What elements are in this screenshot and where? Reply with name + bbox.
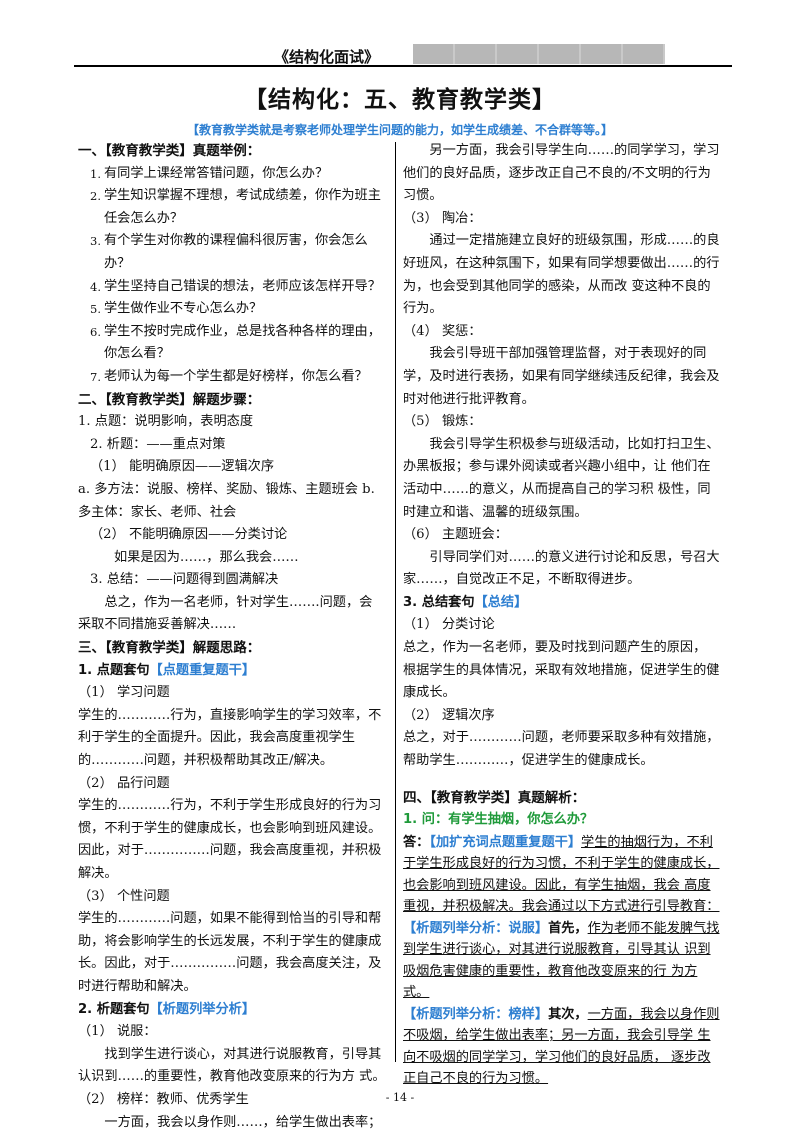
item-text: 引导同学们对……的意义进行讨论和反思，号召大家……，自觉改正不足，不断取得进步。 bbox=[403, 549, 720, 588]
question-text: 学生坚持自己错误的想法，老师应该怎样开导？ bbox=[104, 278, 381, 294]
column-divider bbox=[395, 142, 396, 1062]
question-text: 学生做作业不专心怎么办？ bbox=[104, 301, 263, 317]
list-item: 2.学生知识掌握不理想，考试成绩差，你作为班主任会怎么办？ bbox=[90, 185, 389, 230]
question-text: 学生不按时完成作业，总是找各种各样的理由，你怎么看？ bbox=[104, 323, 381, 362]
section-4-title: 四、【教育教学类】真题解析： bbox=[403, 789, 586, 806]
header-title: 《结构化面试》 bbox=[274, 48, 380, 66]
list-number: 6. bbox=[90, 324, 101, 339]
list-number: 2. bbox=[90, 189, 101, 204]
page-number: - 14 - bbox=[385, 1091, 415, 1104]
question-text: 有个学生对你教的课程偏科很厉害，你会怎么办？ bbox=[104, 233, 368, 271]
item-heading: （1） 分类讨论 bbox=[403, 617, 495, 633]
section-1-title: 一、【教育教学类】真题举例： bbox=[78, 143, 261, 159]
question-title: 1. 问：有学生抽烟，你怎么办？ bbox=[403, 812, 594, 828]
item-heading: （3） 陶冶： bbox=[403, 210, 482, 226]
header-bar bbox=[413, 44, 665, 64]
item-heading: （2） 榜样：教师、优秀学生 bbox=[78, 1091, 249, 1107]
item-heading: （2） 品行问题 bbox=[78, 775, 170, 791]
step-line: （1） 能明确原因——逻辑次序 bbox=[90, 459, 275, 475]
list-item: 4.学生坚持自己错误的想法，老师应该怎样开导？ bbox=[90, 276, 389, 299]
list-number: 5. bbox=[90, 302, 101, 317]
item-heading: （5） 锻炼： bbox=[403, 414, 482, 430]
item-heading: （6） 主题班会： bbox=[403, 527, 508, 543]
subsection-tag: 【点题重复题干】 bbox=[149, 662, 256, 678]
answer-label: 答： bbox=[403, 834, 430, 850]
list-item: 5.学生做作业不专心怎么办？ bbox=[90, 298, 389, 321]
header-rule bbox=[74, 65, 732, 67]
answer-tag: 【加扩充词点题重复题干】 bbox=[429, 834, 582, 850]
item-text: 我会引导班干部加强管理监督，对于表现好的同学，及时进行表扬，如果有同学继续违反纪… bbox=[403, 346, 720, 407]
left-column: 一、【教育教学类】真题举例： 1.有同学上课经常答错问题，你怎么办？ 2.学生知… bbox=[78, 140, 389, 1134]
item-heading: （3） 个性问题 bbox=[78, 888, 170, 904]
list-item: 3.有个学生对你教的课程偏科很厉害，你会怎么办？ bbox=[90, 230, 389, 275]
subsection-label: 1. 点题套句 bbox=[78, 662, 150, 678]
step-line: （2） 不能明确原因——分类讨论 bbox=[90, 527, 288, 543]
list-number: 3. bbox=[90, 234, 101, 249]
subsection-tag: 【总结】 bbox=[474, 594, 528, 610]
item-text: 总之，作为一名老师，要及时找到问题产生的原因， 根据学生的具体情况，采取有效地措… bbox=[403, 640, 720, 701]
step-line: 1. 点题：说明影响，表明态度 bbox=[78, 414, 254, 430]
item-text: 另一方面，我会引导学生向……的同学学习，学习他们的良好品质，逐步改正自己不良的/… bbox=[403, 143, 720, 204]
step-line: 如果是因为……，那么我会…… bbox=[114, 549, 299, 565]
list-number: 1. bbox=[90, 166, 101, 181]
item-heading: （4） 奖惩： bbox=[403, 323, 482, 339]
intro-note: 【教育教学类就是考察老师处理学生问题的能力，如学生成绩差、不合群等等。】 bbox=[186, 123, 613, 137]
subsection-label: 3. 总结套句 bbox=[403, 594, 475, 610]
question-text: 有同学上课经常答错问题，你怎么办？ bbox=[104, 165, 329, 181]
list-item: 1.有同学上课经常答错问题，你怎么办？ bbox=[90, 163, 389, 186]
analysis-lead: 其次， bbox=[548, 1006, 588, 1022]
analysis-tag: 【析题列举分析：榜样】 bbox=[403, 1006, 549, 1022]
item-text: 找到学生进行谈心，对其进行说服教育，引导其认识到……的重要性，教育他改变原来的行… bbox=[78, 1046, 386, 1085]
subsection-tag: 【析题列举分析】 bbox=[149, 1001, 256, 1017]
right-column: 另一方面，我会引导学生向……的同学学习，学习他们的良好品质，逐步改正自己不良的/… bbox=[403, 140, 721, 1090]
analysis-lead: 首先， bbox=[548, 920, 588, 936]
page-title: 【结构化：五、教育教学类】 bbox=[244, 87, 556, 113]
item-heading: （1） 学习问题 bbox=[78, 685, 170, 701]
answer-text: 学生的抽烟行为，不利于学生形成良好的行为习惯，不利于学生的健康成长，也会影响到班… bbox=[403, 834, 720, 915]
item-text: 总之，对于…………问题，老师要采取多种有效措施，帮助学生…………，促进学生的健康… bbox=[403, 730, 720, 769]
analysis-text: 一方面，我会以身作则不吸烟，给学生做出表率；另一方面，我会引导学 生向不吸烟的同… bbox=[403, 1006, 720, 1087]
list-item: 7.老师认为每一个学生都是好榜样，你怎么看？ bbox=[90, 366, 389, 389]
step-line: a. 多方法：说服、榜样、奖励、锻炼、主题班会 b. 多主体：家长、老师、社会 bbox=[78, 481, 375, 520]
question-text: 老师认为每一个学生都是好榜样，你怎么看？ bbox=[104, 368, 368, 384]
item-text: 学生的…………行为，直接影响学生的学习效率，不利于学生的全面提升。因此，我会高度… bbox=[78, 707, 382, 769]
item-heading: （2） 逻辑次序 bbox=[403, 707, 495, 723]
item-text: 通过一定措施建立良好的班级氛围，形成……的良好班风，在这种氛围下，如果有同学想要… bbox=[403, 233, 720, 317]
item-text: 我会引导学生积极参与班级活动，比如打扫卫生、办黑板报；参与课外阅读或者兴趣小组中… bbox=[403, 436, 720, 520]
item-text: 学生的…………行为，不利于学生形成良好的行为习惯，不利于学生的健康成长，也会影响… bbox=[78, 798, 382, 881]
list-number: 7. bbox=[90, 369, 101, 384]
subsection-label: 2. 析题套句 bbox=[78, 1001, 150, 1017]
question-text: 学生知识掌握不理想，考试成绩差，你作为班主任会怎么办？ bbox=[104, 188, 381, 226]
list-number: 4. bbox=[90, 279, 101, 294]
step-line: 3. 总结：——问题得到圆满解决 bbox=[90, 572, 279, 588]
step-line: 2. 析题：——重点对策 bbox=[90, 436, 226, 452]
answer-block: 答：【加扩充词点题重复题干】学生的抽烟行为，不利于学生形成良好的行为习惯，不利于… bbox=[403, 832, 721, 1090]
item-heading: （1） 说服： bbox=[78, 1024, 157, 1040]
question-list: 1.有同学上课经常答错问题，你怎么办？ 2.学生知识掌握不理想，考试成绩差，你作… bbox=[78, 163, 389, 389]
item-text: 学生的…………问题，如果不能得到恰当的引导和帮助，将会影响学生的长远发展，不利于… bbox=[78, 911, 382, 994]
section-3-title: 三、【教育教学类】解题思路： bbox=[78, 640, 261, 657]
step-line: 总之，作为一名老师，针对学生…….问题，会 采取不同措施妥善解决…… bbox=[78, 594, 373, 633]
analysis-text: 作为老师不能发脾气找到学生进行谈心，对其进行说服教育，引导其认 识到吸烟危害健康… bbox=[403, 920, 720, 1001]
item-text: 一方面，我会以身作则……，给学生做出表率； bbox=[104, 1114, 382, 1130]
list-item: 6.学生不按时完成作业，总是找各种各样的理由，你怎么看？ bbox=[90, 321, 389, 366]
section-2-title: 二、【教育教学类】解题步骤： bbox=[78, 391, 261, 408]
analysis-tag: 【析题列举分析：说服】 bbox=[403, 920, 549, 936]
